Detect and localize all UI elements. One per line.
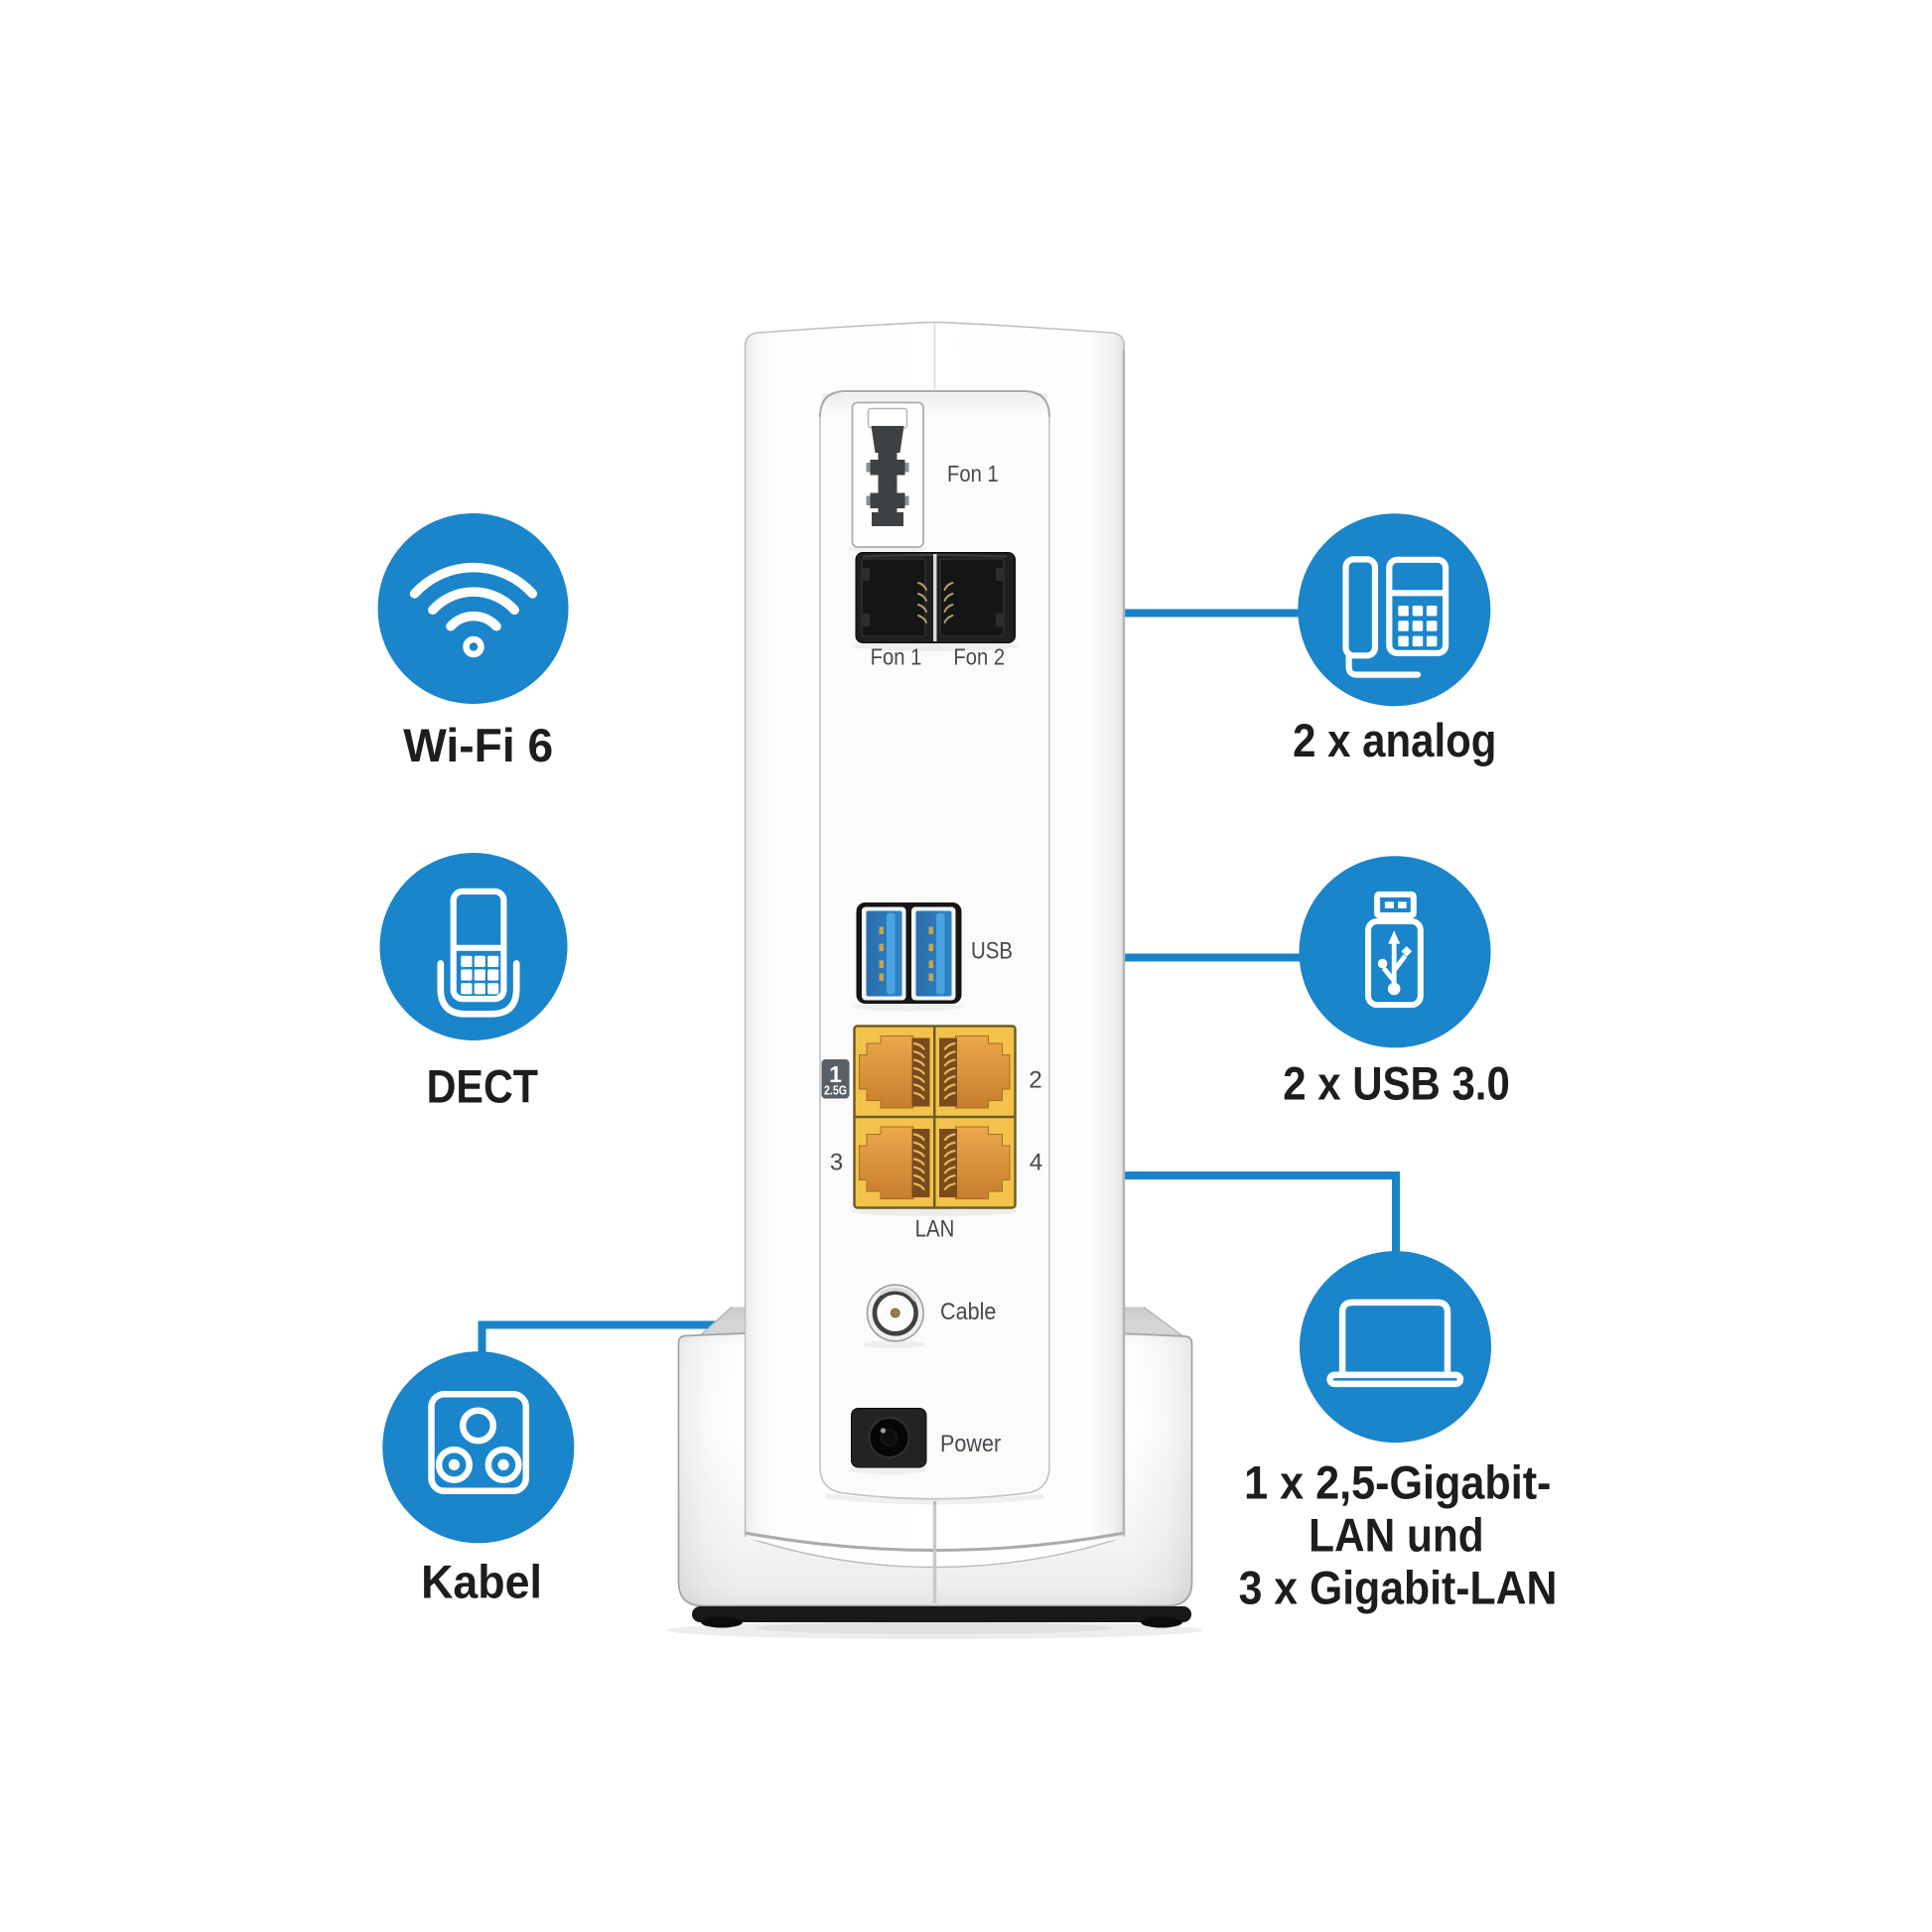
svg-text:Fon 1: Fon 1: [871, 643, 922, 670]
svg-text:3: 3: [830, 1150, 843, 1176]
svg-text:Fon 1: Fon 1: [947, 461, 999, 487]
svg-text:2 x USB 3.0: 2 x USB 3.0: [1283, 1058, 1510, 1110]
svg-text:2: 2: [1029, 1067, 1041, 1094]
svg-text:LAN und: LAN und: [1309, 1509, 1484, 1562]
svg-text:Power: Power: [940, 1430, 1002, 1456]
svg-text:1: 1: [829, 1061, 842, 1087]
svg-text:Cable: Cable: [940, 1298, 996, 1324]
svg-text:4: 4: [1030, 1150, 1042, 1176]
svg-text:2 x analog: 2 x analog: [1293, 716, 1496, 767]
svg-text:Fon 2: Fon 2: [953, 643, 1005, 670]
svg-text:USB: USB: [971, 937, 1013, 964]
svg-text:1 x 2,5-Gigabit-: 1 x 2,5-Gigabit-: [1244, 1456, 1551, 1509]
svg-text:3 x Gigabit-LAN: 3 x Gigabit-LAN: [1239, 1562, 1558, 1614]
svg-text:DECT: DECT: [427, 1061, 538, 1113]
svg-text:Kabel: Kabel: [421, 1555, 542, 1607]
svg-text:Wi-Fi 6: Wi-Fi 6: [403, 720, 553, 771]
svg-text:2.5G: 2.5G: [824, 1084, 847, 1098]
svg-text:LAN: LAN: [915, 1215, 955, 1242]
